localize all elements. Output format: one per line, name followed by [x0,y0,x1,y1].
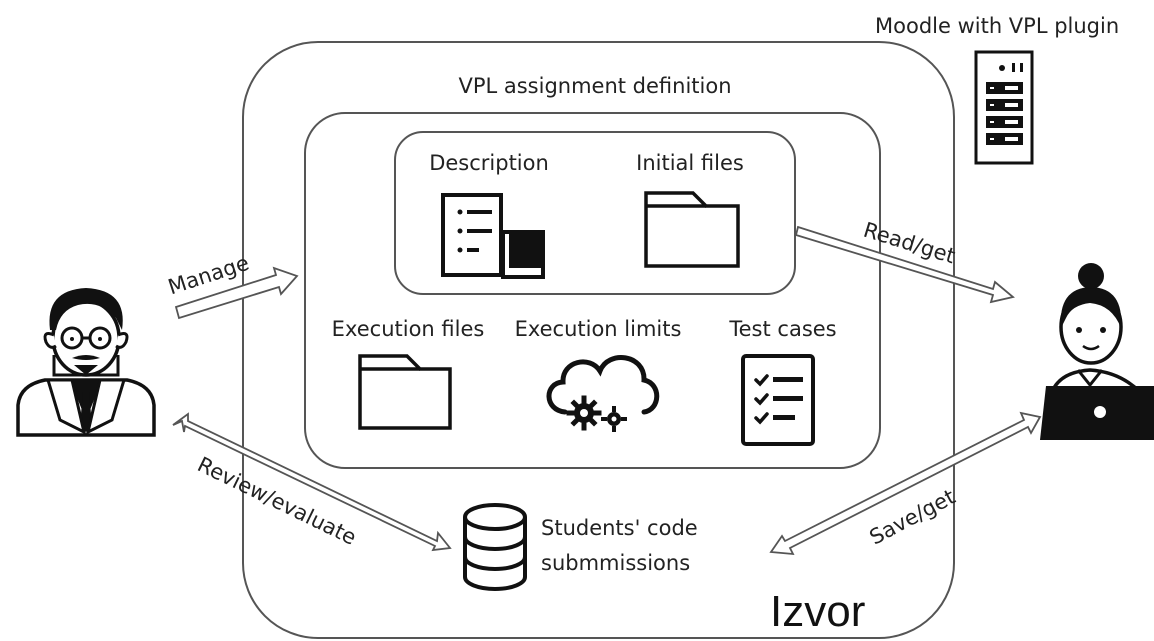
database-icon [463,503,527,591]
review-evaluate-arrow [172,412,452,552]
item-label-description: Description [429,151,549,175]
student-laptop-icon [1040,263,1154,440]
cloud-gears-icon [546,355,660,432]
submissions-label-line1: Students' code [541,516,698,540]
item-label-initial-files: Initial files [636,151,744,175]
server-icon [974,50,1034,165]
teacher-icon [16,288,156,437]
source-label: Izvor [770,587,866,636]
item-label-execution-limits: Execution limits [514,317,682,341]
description-files-box [394,131,796,295]
moodle-container [242,41,955,639]
submissions-label-line2: submmissions [541,551,691,575]
item-label-execution-files: Execution files [331,317,485,341]
assignment-box [304,112,881,469]
read-get-arrow [794,225,1015,304]
checklist-icon [741,354,815,446]
server-label: Moodle with VPL plugin [875,14,1120,38]
item-label-test-cases: Test cases [729,317,837,341]
folder-icon [644,191,740,268]
folder-icon [358,354,452,430]
assignment-title: VPL assignment definition [458,74,732,98]
manage-arrow [174,266,299,320]
document-book-icon [441,193,545,279]
save-get-arrow [769,411,1042,556]
